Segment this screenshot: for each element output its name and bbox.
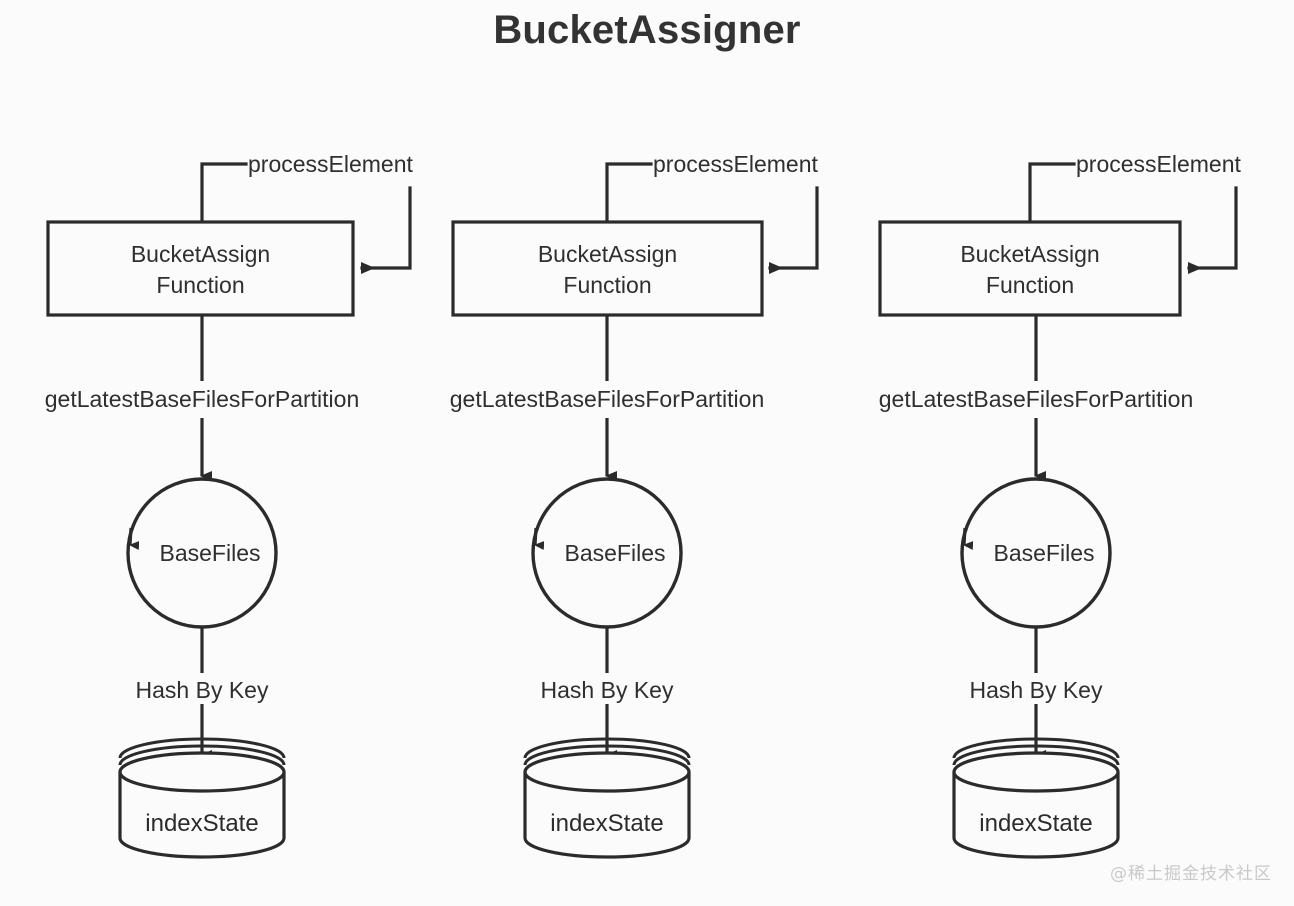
- store-label-3: indexState: [979, 810, 1093, 837]
- box-to-circle-label-1: getLatestBaseFilesForPartition: [0, 385, 407, 413]
- circle-to-store-label-3: Hash By Key: [916, 676, 1156, 704]
- store-label-1: indexState: [145, 810, 259, 837]
- process-box-label-1: BucketAssign Function: [130, 241, 271, 298]
- circle-node-1[interactable]: [128, 479, 276, 627]
- pipeline-3-graphics: [878, 162, 1238, 859]
- datastore-3[interactable]: [954, 753, 1118, 857]
- process-box-1[interactable]: [48, 222, 353, 315]
- circle-to-store-label-2: Hash By Key: [487, 676, 727, 704]
- box-to-circle-label-2: getLatestBaseFilesForPartition: [402, 385, 812, 413]
- pipeline-2-graphics: [451, 162, 819, 859]
- circle-label-2: BaseFiles: [564, 540, 666, 566]
- self-loop-label-1: processElement: [248, 150, 413, 178]
- box-to-circle-label-3: getLatestBaseFilesForPartition: [831, 385, 1241, 413]
- process-box-label-2: BucketAssign Function: [537, 241, 678, 298]
- circle-node-2[interactable]: [533, 479, 681, 627]
- circle-label-1: BaseFiles: [159, 540, 261, 566]
- circle-label-3: BaseFiles: [993, 540, 1095, 566]
- watermark: @稀土掘金技术社区: [1110, 864, 1272, 884]
- process-box-3[interactable]: [880, 222, 1180, 315]
- pipeline-1-graphics: [46, 162, 412, 859]
- self-loop-label-2: processElement: [653, 150, 818, 178]
- process-box-label-3: BucketAssign Function: [960, 241, 1100, 298]
- self-loop-label-3: processElement: [1076, 150, 1241, 178]
- process-box-2[interactable]: [453, 222, 762, 315]
- page-title: BucketAssigner: [493, 8, 801, 52]
- store-label-2: indexState: [550, 810, 664, 837]
- circle-node-3[interactable]: [962, 479, 1110, 627]
- datastore-2[interactable]: [525, 753, 689, 857]
- datastore-1[interactable]: [120, 753, 284, 857]
- circle-to-store-label-1: Hash By Key: [82, 676, 322, 704]
